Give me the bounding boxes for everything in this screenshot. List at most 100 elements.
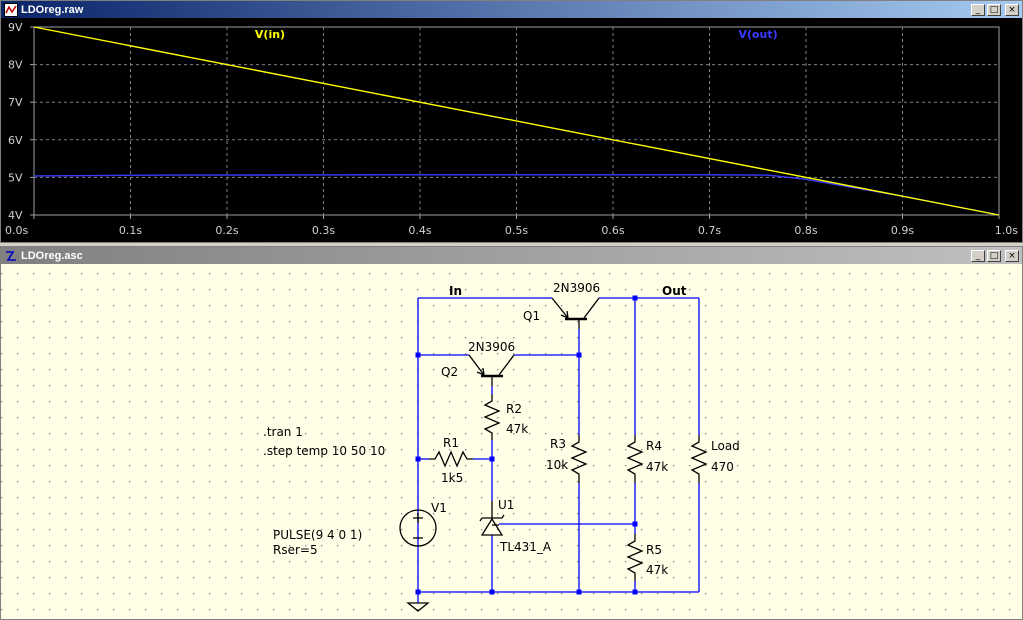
minimize-button[interactable]: _	[971, 249, 985, 262]
q1-name-label[interactable]: Q1	[523, 309, 540, 323]
x-tick-label: 0.5s	[505, 224, 528, 237]
legend-entry-1[interactable]: V(out)	[738, 28, 777, 41]
schematic-grid	[1, 264, 1022, 619]
load-body	[690, 435, 708, 483]
x-tick-label: 0.3s	[312, 224, 335, 237]
legend-entry-0[interactable]: V(in)	[255, 28, 285, 41]
net-label-out[interactable]: Out	[662, 284, 687, 298]
x-tick-label: 1.0s	[995, 224, 1018, 237]
v1-plus	[413, 513, 423, 523]
r5-name-label[interactable]: R5	[646, 543, 662, 557]
x-tick-label: 0.0s	[5, 224, 28, 237]
ground-icon	[406, 602, 430, 612]
resistor-r5[interactable]	[626, 534, 644, 581]
waveform-icon	[4, 2, 18, 17]
r2-value-label[interactable]: 47k	[506, 422, 528, 436]
resistor-r3[interactable]	[570, 435, 588, 483]
junctions	[415, 295, 638, 595]
r3-name-label[interactable]: R3	[550, 437, 566, 451]
x-tick-label: 0.7s	[698, 224, 721, 237]
plot-legend: V(in) V(out)	[255, 28, 778, 41]
v1-value-label[interactable]: PULSE(9 4 0 1)	[273, 528, 362, 542]
plot-series-group	[33, 26, 1000, 216]
y-tick-label: 6V	[8, 134, 23, 147]
u1-name-label[interactable]: U1	[498, 498, 514, 512]
r2-name-label[interactable]: R2	[506, 402, 522, 416]
waveform-window-title: LDOreg.raw	[21, 3, 84, 16]
voltage-source-v1[interactable]	[399, 509, 437, 547]
schematic-window-title: LDOreg.asc	[21, 249, 83, 262]
junction-dot	[489, 589, 495, 595]
q2-collector	[498, 354, 515, 376]
y-tick-label: 8V	[8, 59, 23, 72]
maximize-button[interactable]: □	[987, 249, 1001, 262]
q2-model-label[interactable]: 2N3906	[468, 340, 515, 354]
components	[399, 297, 708, 612]
load-value-label[interactable]: 470	[711, 460, 734, 474]
junction-dot	[489, 456, 495, 462]
wires	[417, 297, 700, 603]
schematic-labels: In Out 2N3906 Q1 2N3906 Q2 R2 47k R1 1k5…	[263, 281, 740, 577]
q1-model-label[interactable]: 2N3906	[553, 281, 600, 295]
spice-directive-tran[interactable]: .tran 1	[263, 425, 303, 439]
r1-name-label[interactable]: R1	[443, 436, 459, 450]
y-tick-label: 4V	[8, 209, 23, 222]
load-name-label[interactable]: Load	[711, 439, 740, 453]
u1-model-label[interactable]: TL431_A	[499, 540, 552, 554]
junction-dot	[415, 589, 421, 595]
resistor-r2[interactable]	[483, 394, 501, 440]
transistor-q1[interactable]	[551, 297, 600, 329]
schematic-window-titlebar[interactable]: LDOreg.asc _ □ ×	[1, 247, 1022, 264]
x-tick-label: 0.6s	[601, 224, 624, 237]
u1-triangle	[480, 517, 504, 536]
r1-body	[429, 450, 473, 468]
resistor-r4[interactable]	[626, 435, 644, 483]
resistor-load[interactable]	[690, 435, 708, 483]
x-tick-label: 0.1s	[119, 224, 142, 237]
r5-value-label[interactable]: 47k	[646, 563, 668, 577]
r3-value-label[interactable]: 10k	[546, 458, 568, 472]
v1-rser-label[interactable]: Rser=5	[273, 543, 318, 557]
r5-body	[626, 534, 644, 581]
u1-cathode-bar	[479, 514, 505, 522]
q1-collector	[583, 297, 600, 319]
x-tick-label: 0.2s	[215, 224, 238, 237]
schematic-canvas[interactable]: In Out 2N3906 Q1 2N3906 Q2 R2 47k R1 1k5…	[1, 264, 1022, 619]
shunt-regulator-u1[interactable]	[479, 501, 505, 536]
y-tick-label: 7V	[8, 96, 23, 109]
r4-value-label[interactable]: 47k	[646, 460, 668, 474]
schematic-icon	[4, 249, 18, 263]
schematic-window[interactable]: LDOreg.asc _ □ ×	[0, 246, 1023, 620]
x-tick-label: 0.4s	[408, 224, 431, 237]
q1-arrow	[560, 310, 569, 319]
spice-directive-step[interactable]: .step temp 10 50 10	[263, 444, 385, 458]
minimize-button[interactable]: _	[971, 3, 985, 16]
plot-background	[1, 18, 1022, 242]
close-button[interactable]: ×	[1005, 3, 1019, 16]
series-line-0[interactable]	[33, 26, 1000, 216]
q1-emitter	[551, 297, 569, 319]
v1-name-label[interactable]: V1	[431, 501, 447, 515]
plot-grid	[34, 27, 999, 215]
maximize-button[interactable]: □	[987, 3, 1001, 16]
junction-dot	[632, 295, 638, 301]
waveform-window-titlebar[interactable]: LDOreg.raw _ □ ×	[1, 1, 1022, 18]
x-axis: 0.0s 0.1s 0.2s 0.3s 0.4s 0.5s 0.6s 0.7s 0.8s 0.9s…	[5, 215, 1018, 237]
net-label-in[interactable]: In	[449, 284, 462, 298]
junction-dot	[576, 589, 582, 595]
resistor-r1[interactable]	[429, 450, 473, 468]
y-tick-label: 9V	[8, 21, 23, 34]
r1-value-label[interactable]: 1k5	[441, 471, 463, 485]
r3-body	[570, 435, 588, 483]
junction-dot	[632, 589, 638, 595]
x-tick-label: 0.9s	[891, 224, 914, 237]
transistor-q2[interactable]	[468, 354, 515, 386]
q2-name-label[interactable]: Q2	[441, 365, 458, 379]
x-tick-label: 0.8s	[794, 224, 817, 237]
v1-body	[399, 509, 437, 547]
junction-dot	[415, 456, 421, 462]
r4-name-label[interactable]: R4	[646, 439, 662, 453]
close-button[interactable]: ×	[1005, 249, 1019, 262]
